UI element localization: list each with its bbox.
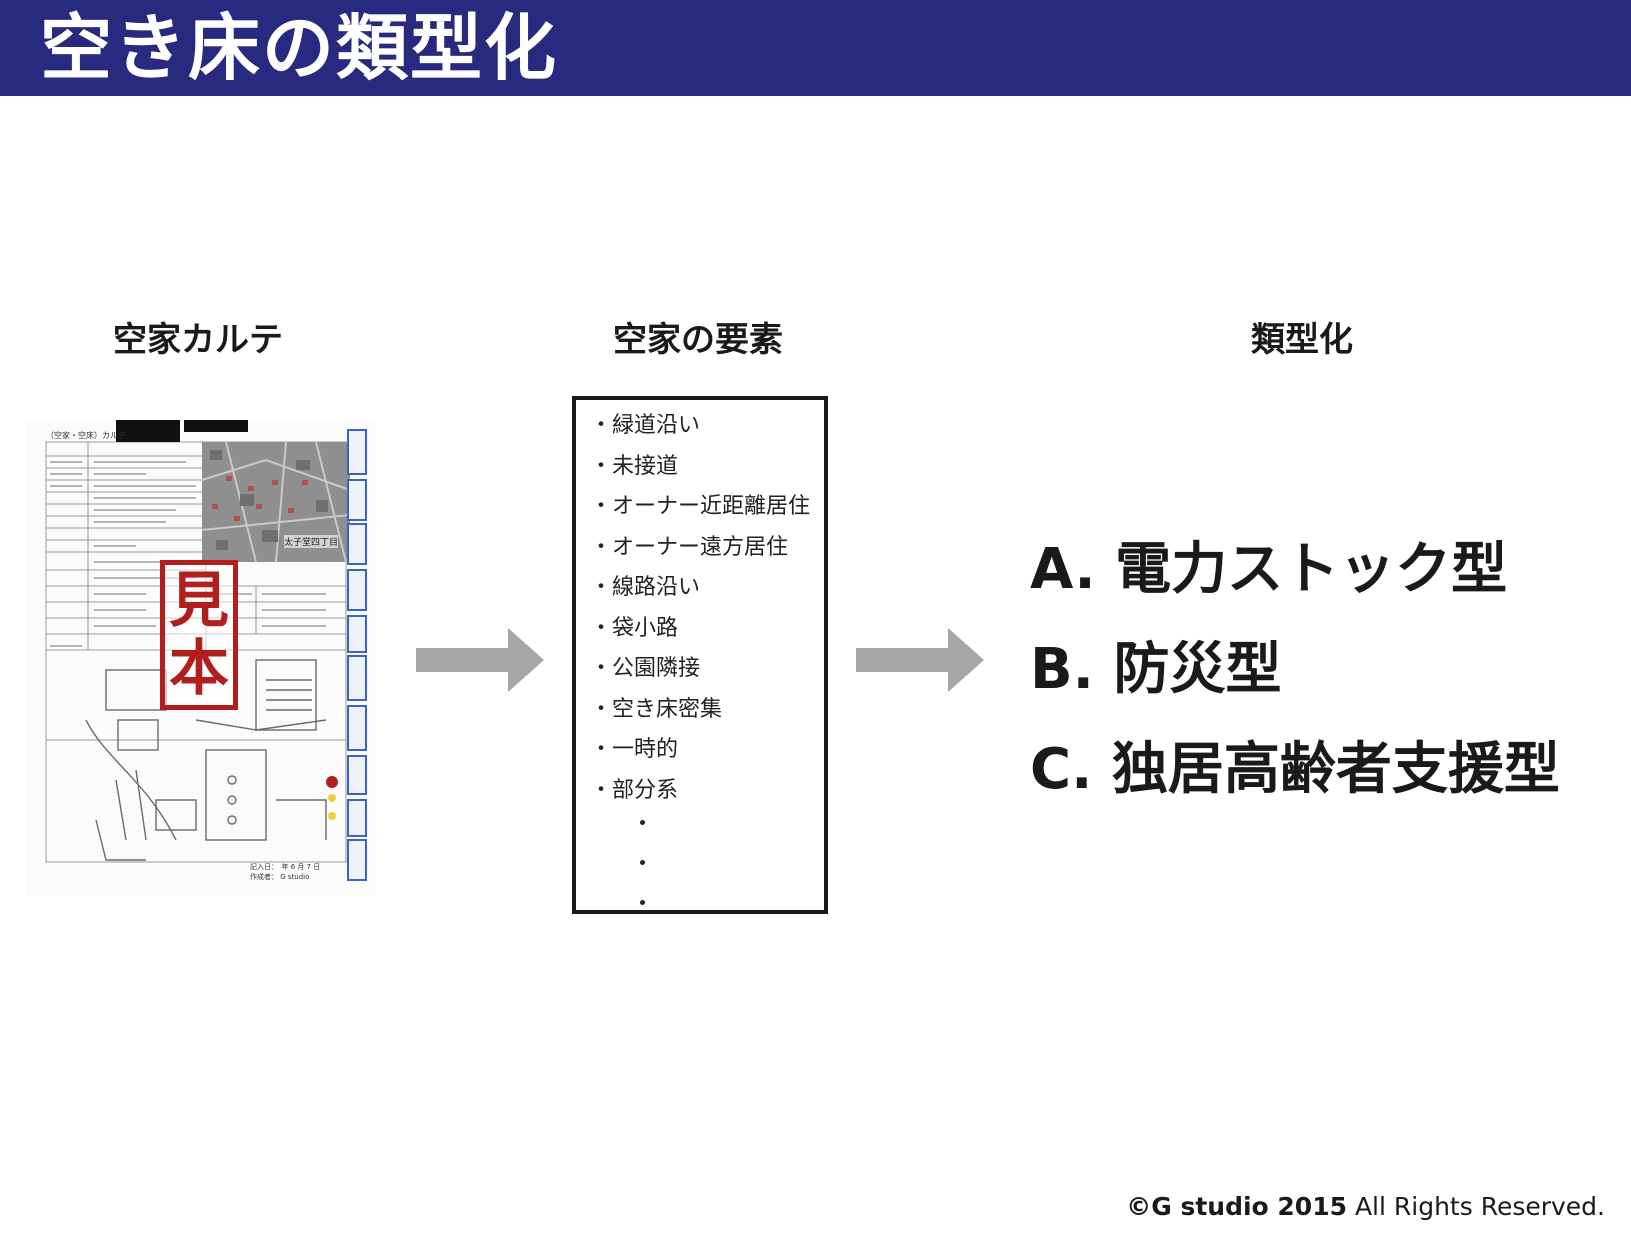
right-arrow-icon: [416, 628, 544, 692]
element-item: 線路沿い: [590, 568, 824, 609]
element-item: 緑道沿い: [590, 406, 824, 447]
right-arrow-icon: [856, 628, 984, 692]
ellipsis-dot: [640, 820, 645, 825]
type-item: B. 防災型: [1030, 637, 1282, 702]
element-item: 空き床密集: [590, 690, 824, 731]
element-item: 一時的: [590, 730, 824, 771]
type-item: C. 独居高齢者支援型: [1030, 737, 1560, 802]
type-item: A. 電力ストック型: [1030, 537, 1508, 602]
element-item: オーナー近距離居住: [590, 487, 824, 528]
elements-heading: 空家の要素: [613, 320, 783, 360]
karte-document-image: （空家・空床）カルテ 太子堂四丁目: [26, 420, 376, 896]
stamp-char: 見: [169, 566, 229, 636]
karte-heading: 空家カルテ: [113, 320, 283, 360]
element-item: 未接道: [590, 447, 824, 488]
stamp-char: 本: [169, 634, 229, 704]
copyright-notice: ©G studio 2015 All Rights Reserved.: [1126, 1192, 1605, 1221]
karte-form-title: （空家・空床）カルテ: [46, 431, 126, 440]
karte-footer-note: 記入日： 年 6 月 7 日 作成者： G studio: [250, 863, 321, 881]
element-item: オーナー遠方居住: [590, 528, 824, 569]
elements-list-box: 緑道沿い 未接道 オーナー近距離居住 オーナー遠方居住 線路沿い 袋小路 公園隣…: [572, 396, 828, 914]
ellipsis-dot: [640, 860, 645, 865]
copyright-rest: All Rights Reserved.: [1347, 1192, 1605, 1221]
element-item: 公園隣接: [590, 649, 824, 690]
elements-list: 緑道沿い 未接道 オーナー近距離居住 オーナー遠方居住 線路沿い 袋小路 公園隣…: [576, 400, 824, 811]
page-title: 空き床の類型化: [40, 6, 559, 90]
types-heading: 類型化: [1251, 320, 1353, 360]
sample-stamp: 見 本: [160, 560, 238, 710]
element-item: 部分系: [590, 771, 824, 812]
types-list: A. 電力ストック型 B. 防災型 C. 独居高齢者支援型: [1030, 520, 1560, 820]
copyright-brand: ©G studio 2015: [1126, 1192, 1347, 1221]
ellipsis-dot: [640, 900, 645, 905]
header-bar: 空き床の類型化: [0, 0, 1631, 96]
map-place-label: 太子堂四丁目: [284, 535, 339, 548]
element-item: 袋小路: [590, 609, 824, 650]
